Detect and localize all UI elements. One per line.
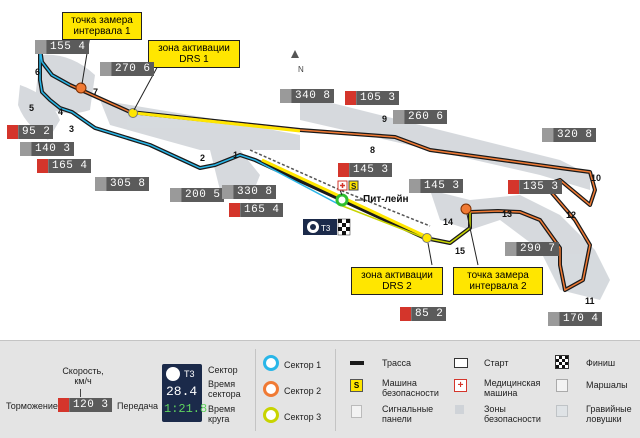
legend-track: Трасса	[382, 358, 412, 368]
pitlane-label: Пит-лейн	[363, 194, 409, 205]
pit-t3-icon	[303, 219, 337, 235]
interval1-point	[75, 82, 87, 94]
legend-lap-time-value: 1:21.8	[164, 402, 208, 416]
speed-tag: 165 4	[37, 159, 91, 173]
legend-t3-label: T3	[184, 369, 195, 379]
legend-sector2: Сектор 2	[284, 386, 322, 396]
turn-7: 7	[93, 87, 99, 97]
speed-tag: 270 6	[100, 62, 154, 76]
legend-t3-display: T3 28.4 1:21.8	[162, 364, 207, 422]
turn-13: 13	[502, 209, 513, 219]
finish-flag-icon	[337, 218, 351, 236]
legend-safety-car: Машина безопасности	[382, 378, 439, 398]
svg-text:S: S	[351, 182, 357, 191]
drs-zone-1	[134, 111, 301, 133]
interval2-point	[460, 203, 472, 215]
sector1-line	[39, 47, 341, 206]
legend-sector3: Сектор 3	[284, 412, 322, 422]
legend-safety-zones: Зоны безопасности	[484, 404, 541, 424]
legend-start: Старт	[484, 358, 509, 368]
turn-2: 2	[200, 153, 206, 163]
turn-14: 14	[443, 217, 454, 227]
turn-5: 5	[29, 103, 35, 113]
compass-icon	[291, 50, 299, 58]
turn-3: 3	[69, 124, 75, 134]
track-icon	[350, 361, 364, 365]
finish-legend-icon	[555, 355, 569, 369]
legend-speed-sample: 120 3	[58, 398, 112, 412]
drs1-callout: зона активации DRS 1	[148, 40, 240, 68]
legend-sector-label: Сектор	[208, 365, 238, 375]
speed-tag: 145 3	[409, 179, 463, 193]
turn-10: 10	[591, 173, 602, 183]
drs1-point	[128, 108, 138, 118]
turn-12: 12	[566, 210, 577, 220]
legend-speed-caption: Скорость, км/ч	[62, 366, 104, 386]
legend-finish: Финиш	[586, 358, 616, 368]
interval2-callout: точка замера интервала 2	[453, 267, 543, 295]
legend-lap-time-label: Время круга	[208, 404, 236, 424]
legend-sector-time-value: 28.4	[166, 384, 198, 399]
safety-car-icon: S	[348, 180, 359, 191]
speed-tag: 165 4	[229, 203, 283, 217]
speed-tag: 140 3	[20, 142, 74, 156]
pit-t3-label: T3	[321, 224, 331, 233]
speed-tag: 85 2	[400, 307, 447, 321]
circuit-map: N S T3	[18, 34, 610, 300]
compass-letter: N	[298, 65, 304, 74]
legend-signal-panels: Сигнальные панели	[382, 404, 434, 424]
turn-11: 11	[585, 296, 595, 306]
speed-tag: 320 8	[542, 128, 596, 142]
safety-zone-icon	[455, 405, 464, 414]
legend-panel: Скорость, км/ч Торможение 120 3 Передача…	[0, 340, 640, 438]
safety-car-legend-icon: S	[350, 379, 363, 392]
sector3-line	[339, 204, 471, 244]
medical-car-legend-icon: +	[454, 379, 467, 392]
speed-tag: 340 8	[280, 89, 334, 103]
drs2-callout: зона активации DRS 2	[351, 267, 443, 295]
legend-sector-time-label: Время сектора	[208, 379, 241, 399]
turn-1: 1	[233, 150, 239, 160]
speed-tag: 135 3	[508, 180, 562, 194]
sector1-icon	[263, 355, 279, 371]
turn-6: 6	[35, 67, 41, 77]
legend-medical-car: Медицинская машина	[484, 378, 541, 398]
legend-braking: Торможение	[6, 401, 58, 411]
speed-tag: 305 8	[95, 177, 149, 191]
marshal-icon	[556, 379, 568, 392]
speed-tag: 290 7	[505, 242, 559, 256]
start-icon	[454, 358, 468, 368]
turn-8: 8	[370, 145, 376, 155]
legend-gravel: Гравийные ловушки	[586, 404, 632, 424]
sector1-start-point	[335, 193, 349, 207]
mercedes-logo-icon	[166, 367, 180, 381]
legend-gear: Передача	[117, 401, 159, 411]
speed-tag: 170 4	[548, 312, 602, 326]
medical-car-icon	[337, 180, 348, 191]
gravel-icon	[556, 405, 568, 417]
speed-tag: 95 2	[7, 125, 54, 139]
turn-15: 15	[455, 246, 466, 256]
speed-tag: 145 3	[338, 163, 392, 177]
speed-tag: 260 6	[393, 110, 447, 124]
speed-tag: 200 5	[170, 188, 224, 202]
interval1-callout: точка замера интервала 1	[62, 12, 142, 40]
legend-marshals: Маршалы	[586, 380, 628, 390]
drs2-point	[422, 233, 432, 243]
turn-9: 9	[382, 114, 388, 124]
sector2-icon	[263, 381, 279, 397]
speed-tag: 155 4	[35, 40, 89, 54]
legend-sector1: Сектор 1	[284, 360, 322, 370]
speed-tag: 330 8	[222, 185, 276, 199]
signal-panel-icon	[351, 405, 362, 418]
turn-4: 4	[58, 107, 64, 117]
speed-tag: 105 3	[345, 91, 399, 105]
pitlane-line	[249, 149, 431, 227]
sector3-icon	[263, 407, 279, 423]
